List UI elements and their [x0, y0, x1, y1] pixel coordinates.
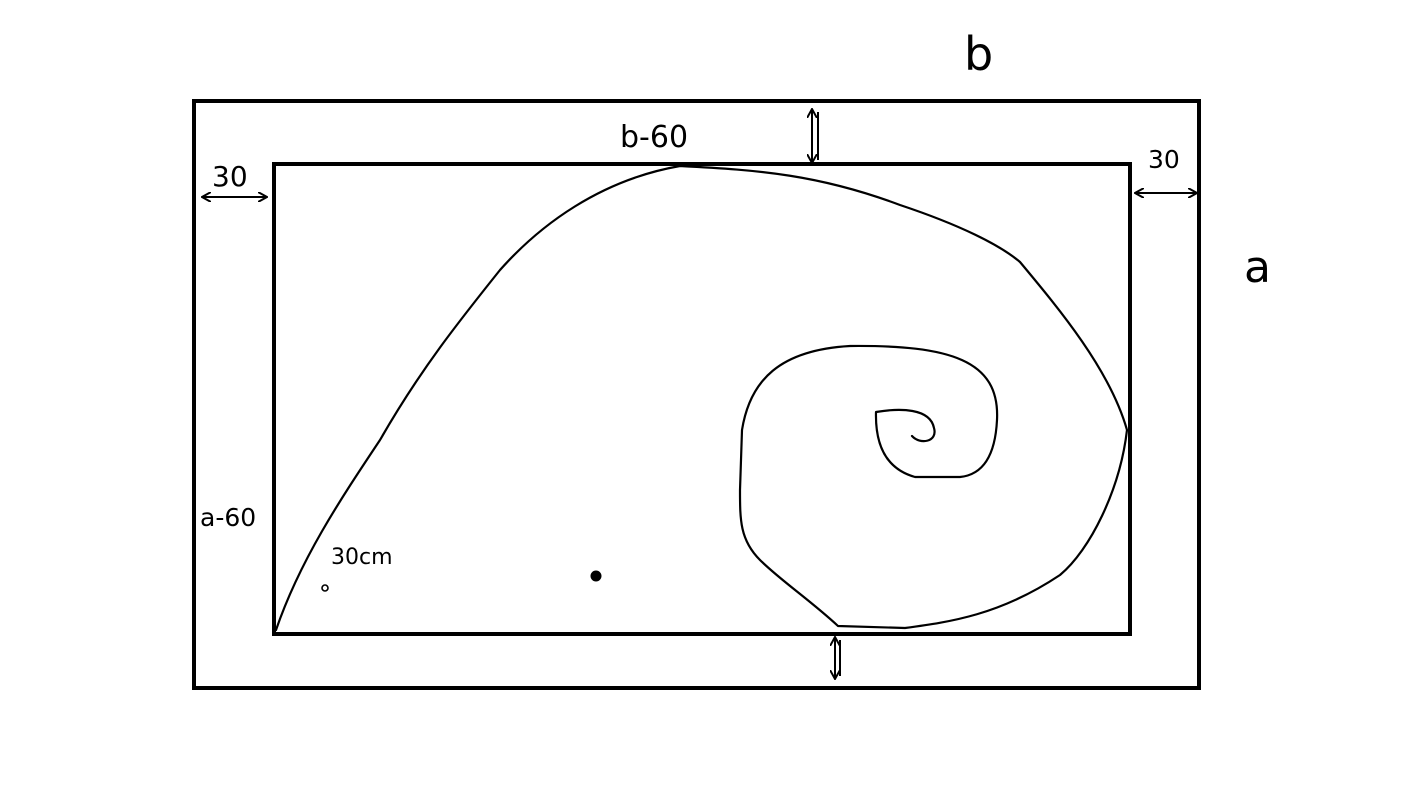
- label-b-minus-60: b-60: [620, 120, 688, 155]
- filled-dot: [590, 570, 602, 582]
- outer-rectangle: [192, 99, 1201, 690]
- spiral-curve: [274, 164, 1129, 632]
- label-left-margin: 30: [212, 160, 248, 193]
- small-circle-marker: [321, 584, 329, 592]
- top-margin-arrow: [812, 110, 819, 162]
- label-b: b: [964, 27, 993, 81]
- inner-rectangle: [272, 162, 1132, 636]
- label-dot-size: 30cm: [331, 545, 393, 570]
- bottom-margin-arrow: [835, 638, 841, 678]
- label-a: a: [1244, 242, 1271, 293]
- label-a-minus-60: a-60: [200, 503, 256, 532]
- label-right-margin: 30: [1148, 145, 1180, 174]
